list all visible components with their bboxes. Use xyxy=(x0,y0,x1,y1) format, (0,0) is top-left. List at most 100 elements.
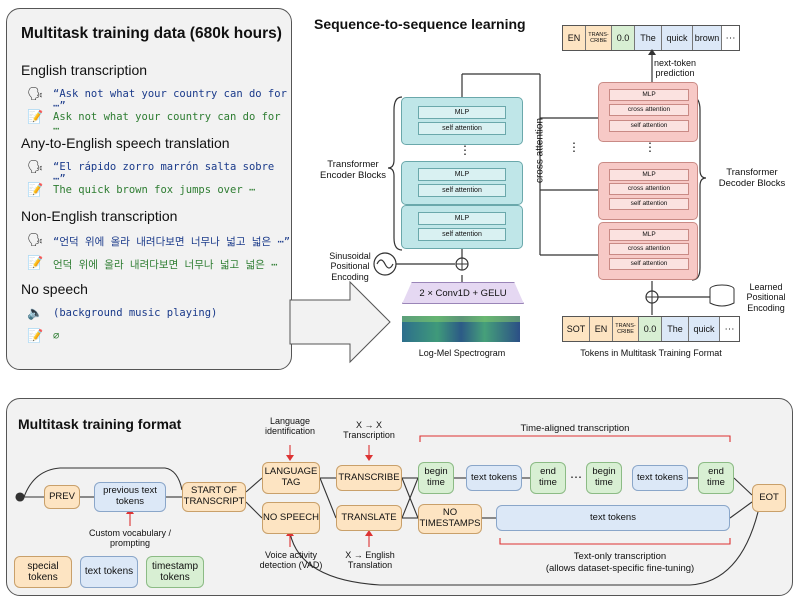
legend-text-tokens: text tokens xyxy=(80,556,138,588)
previous-text-tokens: previous text tokens xyxy=(94,482,166,512)
decoder-label: Transformer Decoder Blocks xyxy=(718,167,786,189)
speech-example: “언덕 위에 올라 내려다보면 너무나 넓고 넓은 ⋯” xyxy=(53,236,291,248)
text-only-label: Text-only transcription xyxy=(573,551,667,562)
self-attention-layer: self attention xyxy=(418,122,506,135)
section-heading: Any-to-English speech translation xyxy=(21,135,230,151)
seq2seq-title: Sequence-to-sequence learning xyxy=(314,16,526,32)
prev-token: PREV xyxy=(44,485,80,509)
token: quick xyxy=(689,317,720,341)
x-english-label: X → English Translation xyxy=(345,550,395,571)
encoder-stack: MLP self attention ⋮ MLP self attention … xyxy=(401,97,523,249)
token: ⋯ xyxy=(722,26,739,50)
memo-icon: 📝 xyxy=(27,328,44,343)
speech-example: (background music playing) xyxy=(53,307,218,319)
token: TRANS-CRIBE xyxy=(613,317,639,341)
legend-special-tokens: special tokens xyxy=(14,556,72,588)
legend-timestamp-tokens: timestamp tokens xyxy=(146,556,204,588)
input-token-row: SOT EN TRANS-CRIBE 0.0 The quick ⋯ xyxy=(562,316,740,342)
speech-example: “El rápido zorro marrón salta sobre ⋯” xyxy=(53,161,275,185)
decoder-block: MLP cross attention self attention xyxy=(598,162,698,220)
text-tokens: text tokens xyxy=(466,465,522,491)
start-of-transcript-token: START OF TRANSCRIPT xyxy=(182,482,246,512)
mlp-layer: MLP xyxy=(418,106,506,119)
token: quick xyxy=(662,26,693,50)
transcribe-token: TRANSCRIBE xyxy=(336,465,402,491)
cross-attention-layer: cross attention xyxy=(609,183,689,195)
xx-transcription-label: X → X Transcription xyxy=(343,420,395,441)
horizontal-ellipsis: ⋯ xyxy=(570,470,582,484)
mlp-layer: MLP xyxy=(609,229,689,241)
end-time-token: end time xyxy=(530,462,566,494)
section-heading: No speech xyxy=(21,281,88,297)
mlp-layer: MLP xyxy=(609,169,689,181)
section-heading: Non-English transcription xyxy=(21,208,178,224)
section-heading: English transcription xyxy=(21,62,148,78)
memo-icon: 📝 xyxy=(27,255,44,270)
tokens-caption: Tokens in Multitask Training Format xyxy=(580,348,722,358)
text-tokens: text tokens xyxy=(632,465,688,491)
self-attention-layer: self attention xyxy=(609,120,689,132)
text-example: Ask not what your country can do for ⋯ xyxy=(53,111,281,135)
time-aligned-label: Time-aligned transcription xyxy=(520,423,630,434)
mlp-layer: MLP xyxy=(609,89,689,101)
token: EN xyxy=(590,317,613,341)
decoder-block: MLP cross attention self attention xyxy=(598,222,698,280)
loudspeaker-icon: 🔈 xyxy=(27,305,44,320)
positional-encoding-label: Sinusoidal Positional Encoding xyxy=(329,251,371,282)
speaker-icon: 🗣 xyxy=(27,232,44,247)
token: 0.0 xyxy=(639,317,662,341)
vertical-ellipsis: ⋮ xyxy=(459,143,471,157)
text-example: 언덕 위에 올라 내려다보면 너무나 넓고 넓은 ⋯ xyxy=(53,259,278,271)
token: brown xyxy=(693,26,722,50)
speech-example: “Ask not what your country can do for ⋯” xyxy=(53,88,287,112)
token: The xyxy=(662,317,689,341)
learned-encoding-label: Learned Positional Encoding xyxy=(746,282,786,313)
memo-icon: 📝 xyxy=(27,182,44,197)
translate-token: TRANSLATE xyxy=(336,505,402,531)
text-example: The quick brown fox jumps over ⋯ xyxy=(53,184,256,196)
memo-icon: 📝 xyxy=(27,109,44,124)
vertical-ellipsis: ⋮ xyxy=(568,140,580,154)
spectrogram-label: Log-Mel Spectrogram xyxy=(418,348,506,358)
no-speech-token: NO SPEECH xyxy=(262,502,320,534)
token: ⋯ xyxy=(720,317,739,341)
format-title: Multitask training format xyxy=(18,416,182,432)
text-example: ∅ xyxy=(53,330,60,342)
begin-time-token: begin time xyxy=(418,462,454,494)
token: 0.0 xyxy=(612,26,635,50)
self-attention-layer: self attention xyxy=(418,184,506,197)
text-only-sub-label: (allows dataset-specific fine-tuning) xyxy=(545,563,695,574)
encoder-block: MLP self attention xyxy=(401,205,523,249)
cross-attention-layer: cross attention xyxy=(609,243,689,255)
mlp-layer: MLP xyxy=(418,212,506,225)
eot-token: EOT xyxy=(752,484,786,512)
self-attention-layer: self attention xyxy=(609,258,689,270)
text-tokens: text tokens xyxy=(496,505,730,531)
custom-vocab-label: Custom vocabulary / prompting xyxy=(88,528,172,549)
encoder-label: Transformer Encoder Blocks xyxy=(319,159,386,181)
vad-label: Voice activity detection (VAD) xyxy=(259,550,323,571)
next-token-label: next-token prediction xyxy=(653,58,697,79)
mlp-layer: MLP xyxy=(418,168,506,181)
speaker-icon: 🗣 xyxy=(27,159,44,174)
token: SOT xyxy=(563,317,590,341)
speaker-icon: 🗣 xyxy=(27,86,44,101)
decoder-block: MLP cross attention self attention xyxy=(598,82,698,142)
data-panel-title: Multitask training data (680k hours) xyxy=(21,25,282,42)
language-id-label: Language identification xyxy=(264,416,316,437)
self-attention-layer: self attention xyxy=(609,198,689,210)
cross-attention-layer: cross attention xyxy=(609,104,689,116)
self-attention-layer: self attention xyxy=(418,228,506,241)
token: TRANS-CRIBE xyxy=(586,26,612,50)
no-timestamps-token: NO TIMESTAMPS xyxy=(418,504,482,534)
end-time-token: end time xyxy=(698,462,734,494)
training-data-panel: Multitask training data (680k hours) Eng… xyxy=(6,8,292,370)
token: EN xyxy=(563,26,586,50)
vertical-ellipsis: ⋮ xyxy=(644,140,656,154)
encoder-block: MLP self attention xyxy=(401,97,523,145)
encoder-block: MLP self attention xyxy=(401,161,523,205)
begin-time-token: begin time xyxy=(586,462,622,494)
decoder-stack: MLP cross attention self attention ⋮ MLP… xyxy=(598,82,706,282)
